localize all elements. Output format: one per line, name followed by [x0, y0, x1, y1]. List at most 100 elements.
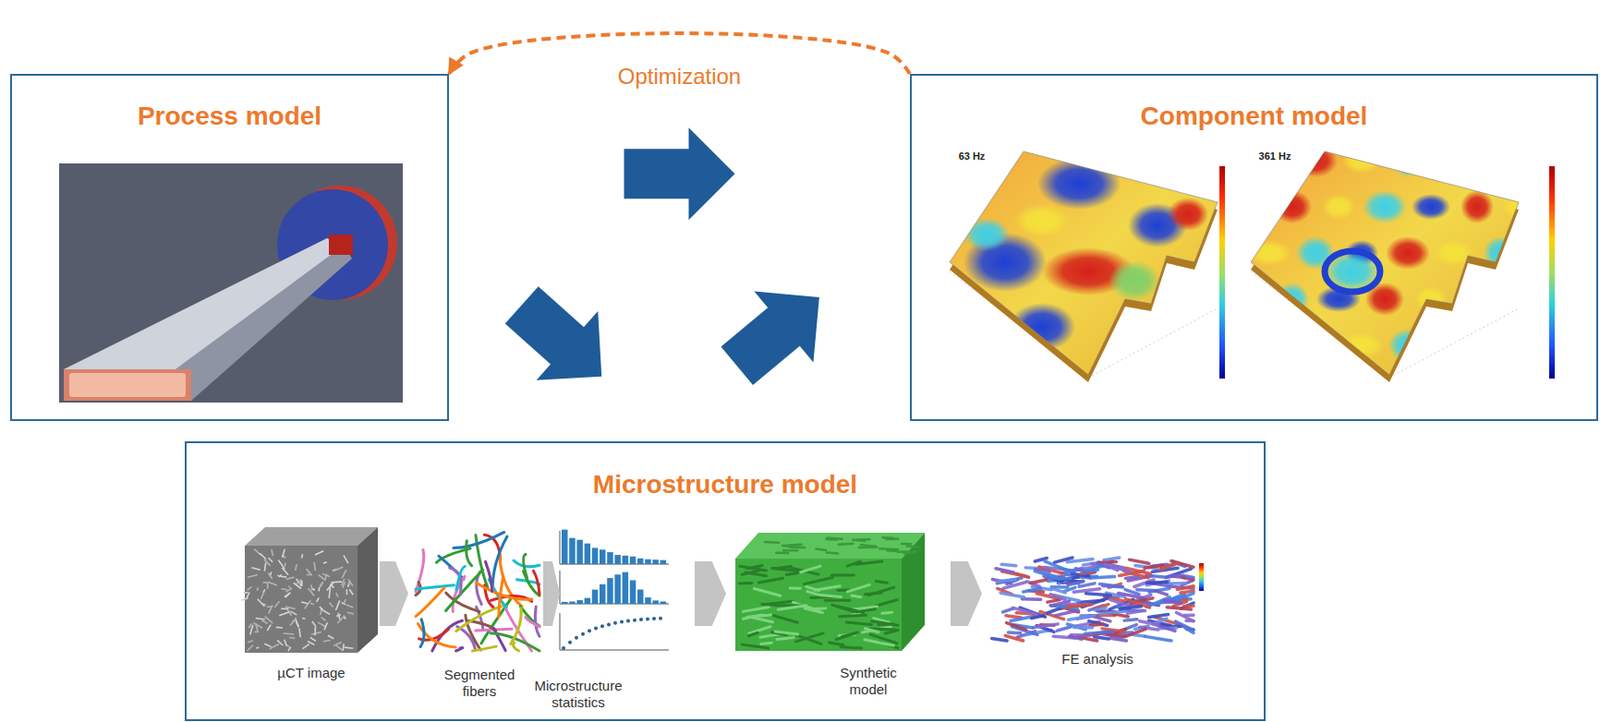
- mode-lobe: [1501, 193, 1546, 220]
- step-caption: Synthetic model: [830, 665, 907, 699]
- ct-speck: [336, 645, 344, 652]
- synthetic-front: [735, 558, 902, 652]
- synthetic-fiber: [798, 566, 821, 574]
- plate-outline: [949, 151, 1218, 376]
- correlation-point: [568, 641, 572, 645]
- fe-fiber: [1055, 610, 1079, 617]
- fe-fiber: [1175, 612, 1194, 621]
- fe-fiber: [1139, 621, 1159, 626]
- ct-speck: [282, 549, 286, 558]
- histogram-bar: [614, 555, 621, 565]
- synthetic-fiber: [748, 632, 758, 636]
- fe-fiber: [1066, 559, 1093, 563]
- step-arrow: [543, 561, 560, 627]
- mode-lobe: [1411, 193, 1451, 220]
- ct-speck: [266, 583, 269, 590]
- plate-surface: [949, 151, 1218, 376]
- segmented-fiber: [456, 606, 502, 632]
- fe-fiber: [1078, 583, 1095, 588]
- ct-speck: [283, 633, 295, 635]
- segmented-fiber: [466, 541, 473, 567]
- synthetic-fiber: [907, 545, 921, 548]
- fe-fiber: [1186, 576, 1194, 579]
- mode-lobe: [1321, 193, 1356, 220]
- synthetic-fiber: [840, 647, 862, 649]
- fe-fiber: [1006, 616, 1021, 619]
- ct-speck: [288, 586, 292, 591]
- synthetic-fiber: [775, 631, 799, 635]
- histogram-bar: [622, 572, 630, 605]
- ct-speck: [293, 582, 302, 589]
- fe-fiber: [1003, 582, 1026, 590]
- correlation-point: [593, 627, 598, 631]
- synthetic-fiber: [797, 635, 822, 644]
- histogram-bar: [569, 538, 576, 565]
- mode-shape-field: [1247, 144, 1546, 363]
- mode-ring: [1324, 251, 1381, 292]
- ct-speck: [321, 618, 327, 622]
- segmented-fiber: [415, 585, 454, 590]
- ct-speck: [246, 645, 254, 652]
- histogram-bar: [652, 600, 659, 605]
- histogram-bar: [584, 598, 592, 605]
- step-arrow: [950, 561, 982, 627]
- fe-fiber: [995, 569, 1014, 573]
- ct-speck: [277, 575, 279, 578]
- ct-speck: [320, 610, 322, 616]
- fe-fiber: [1168, 575, 1185, 577]
- frequency-label: 63 Hz: [944, 150, 1000, 163]
- step-caption: Microstructure statistics: [524, 678, 632, 712]
- ct-speck: [284, 593, 291, 598]
- mode-lobe: [1454, 282, 1500, 316]
- synthetic-fiber: [826, 551, 839, 555]
- synthetic-fiber: [883, 536, 894, 540]
- synthetic-fiber: [842, 633, 855, 637]
- synthetic-fiber: [739, 566, 767, 571]
- fe-fiber: [1094, 637, 1110, 640]
- histogram-bar: [637, 590, 644, 605]
- fe-fiber: [1034, 571, 1060, 580]
- segmented-fiber: [513, 642, 520, 652]
- synthetic-fiber: [815, 549, 826, 551]
- chart-axis: [559, 531, 561, 565]
- ct-speck: [285, 606, 296, 609]
- correlation-point: [606, 622, 611, 627]
- ct-speck: [347, 583, 350, 588]
- ct-speck: [260, 592, 264, 600]
- fe-fiber: [1125, 576, 1138, 579]
- ct-speck: [290, 611, 297, 616]
- synthetic-fiber: [749, 627, 771, 634]
- synthetic-fiber: [783, 549, 798, 553]
- fe-fiber: [1100, 611, 1126, 615]
- fe-fiber: [1031, 616, 1044, 619]
- fe-fiber: [1103, 557, 1120, 561]
- synthetic-fiber: [745, 572, 766, 577]
- fe-fiber: [1118, 593, 1143, 598]
- histogram-bar: [592, 590, 599, 605]
- mode-lobe: [1437, 332, 1471, 359]
- ct-speck: [317, 622, 326, 628]
- mode-lobe: [1460, 190, 1494, 224]
- ct-speck: [251, 568, 260, 570]
- plate-surface: [1250, 151, 1519, 376]
- synthetic-fiber: [901, 543, 911, 546]
- mode-lobe: [1362, 190, 1407, 224]
- step-arrow: [379, 561, 409, 627]
- synthetic-side: [901, 533, 925, 652]
- synthetic-fiber: [864, 629, 879, 633]
- mode-lobe: [1480, 144, 1520, 178]
- ct-speck: [284, 640, 288, 647]
- ct-speck: [261, 620, 268, 624]
- fe-fiber: [1124, 629, 1146, 637]
- synthetic-fiber: [742, 606, 769, 612]
- ct-speck: [247, 641, 254, 643]
- synthetic-fiber: [804, 608, 823, 614]
- synthetic-fiber: [764, 541, 779, 545]
- ct-speck: [323, 562, 328, 564]
- synthetic-fiber: [864, 640, 894, 647]
- ct-speck: [267, 581, 278, 586]
- profile-end-core: [69, 373, 186, 398]
- mode-lobe: [1167, 197, 1209, 231]
- fe-fiber: [1163, 600, 1181, 605]
- fe-fiber: [1067, 605, 1092, 608]
